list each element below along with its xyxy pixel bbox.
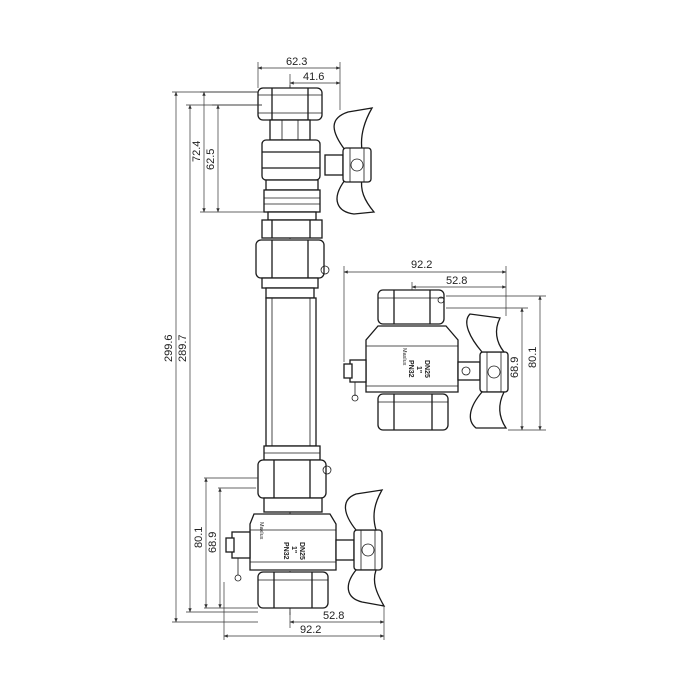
lower-thread-mark: 1" bbox=[290, 546, 297, 553]
side-drain-fitting bbox=[343, 359, 367, 402]
dim-bottom-width: 92.2 bbox=[300, 624, 321, 636]
dim-top-width: 62.3 bbox=[286, 56, 307, 68]
side-pressure-mark: PN32 bbox=[407, 360, 414, 378]
bottom-hex-nut bbox=[257, 571, 329, 609]
lower-drain-fitting bbox=[225, 531, 251, 582]
dim-total-inner: 289.7 bbox=[177, 334, 189, 362]
main-assembly: Maxlux DN25 1" PN32 bbox=[225, 85, 386, 615]
side-dim-width: 92.2 bbox=[411, 259, 432, 271]
side-dim-height-inner: 68.9 bbox=[509, 357, 521, 378]
lower-brand-mark: Maxlux bbox=[258, 522, 264, 540]
dim-top-inner: 41.6 bbox=[303, 71, 324, 83]
lower-valve-body: Maxlux DN25 1" PN32 bbox=[249, 513, 337, 571]
lower-pressure-mark: PN32 bbox=[282, 542, 289, 560]
side-valve: Maxlux DN25 1" PN32 bbox=[343, 289, 509, 431]
dim-total-outer: 299.6 bbox=[163, 334, 175, 362]
top-hex-nut bbox=[257, 87, 323, 121]
side-thread-mark: 1" bbox=[415, 366, 422, 373]
connecting-pipe bbox=[265, 297, 317, 447]
side-upper-nut bbox=[377, 289, 445, 325]
dim-bottom-handle: 52.8 bbox=[323, 610, 344, 622]
top-valve-body bbox=[261, 139, 321, 191]
side-dimensions: 92.2 52.8 68.9 80.1 bbox=[343, 259, 546, 431]
dim-bottom-height-inner: 68.9 bbox=[207, 532, 219, 553]
lower-union-nut bbox=[257, 459, 332, 499]
side-valve-body: Maxlux DN25 1" PN32 bbox=[365, 325, 459, 393]
dim-top-height-outer: 72.4 bbox=[191, 141, 203, 162]
upper-union-nut bbox=[255, 239, 330, 279]
side-brand-mark: Maxlux bbox=[401, 348, 407, 366]
side-dim-height-outer: 80.1 bbox=[527, 347, 539, 368]
lower-butterfly-handle bbox=[335, 489, 386, 607]
side-butterfly-handle bbox=[457, 313, 509, 429]
top-butterfly-handle bbox=[324, 107, 376, 215]
lower-size-mark: DN25 bbox=[298, 542, 305, 560]
side-size-mark: DN25 bbox=[423, 360, 430, 378]
main-dimensions: 62.3 41.6 299.6 289.7 72.4 62.5 80.1 bbox=[163, 56, 385, 640]
side-dim-handle: 52.8 bbox=[446, 275, 467, 287]
side-lower-nut bbox=[377, 393, 449, 431]
dim-bottom-height-outer: 80.1 bbox=[193, 527, 205, 548]
dim-top-height-inner: 62.5 bbox=[205, 149, 217, 170]
